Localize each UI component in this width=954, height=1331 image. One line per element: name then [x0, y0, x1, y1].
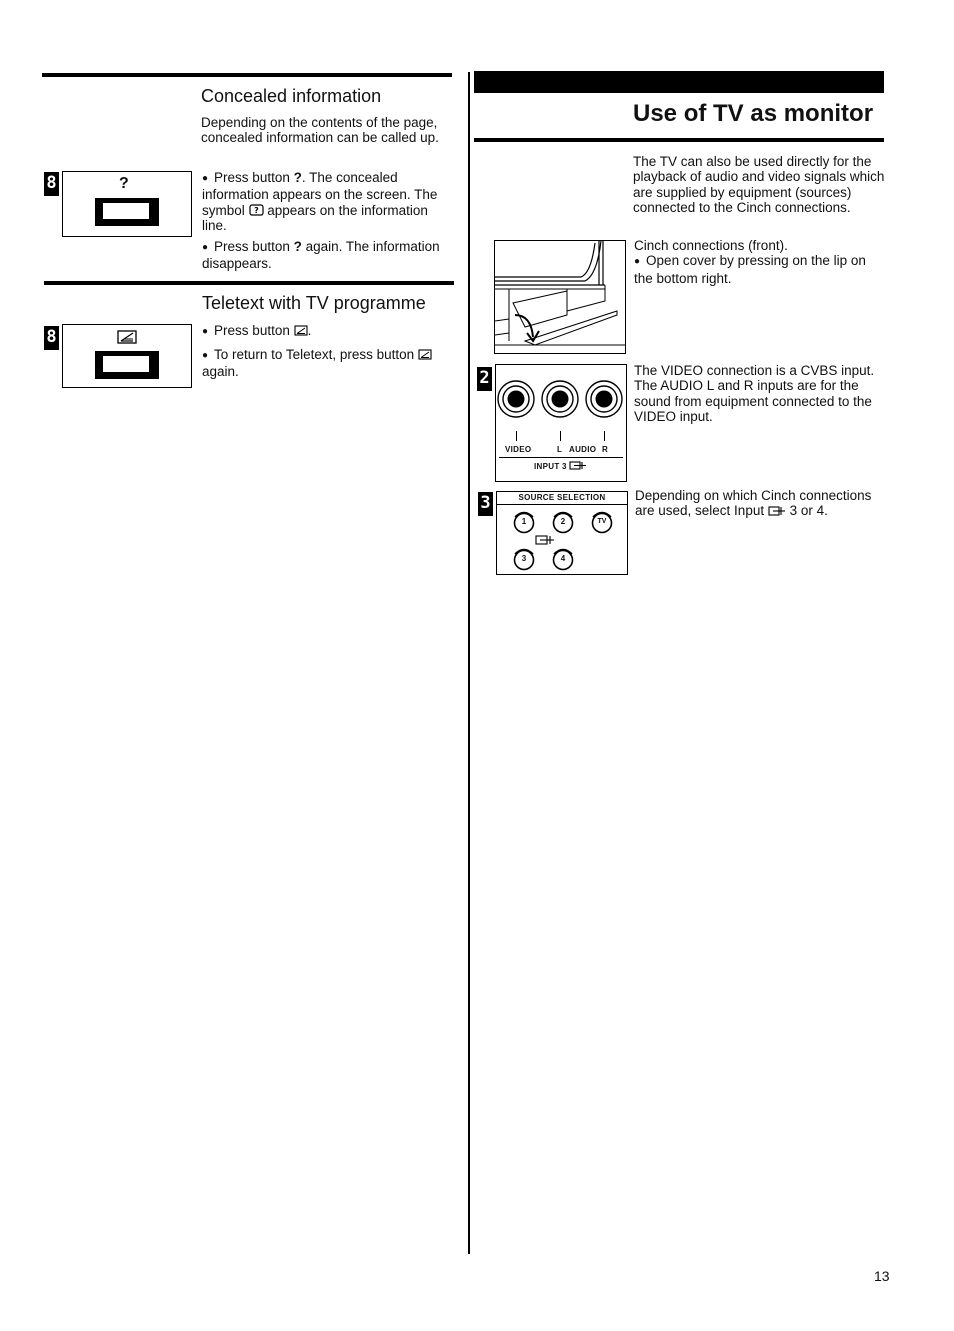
source-button-tv-icon: [591, 511, 613, 534]
input-selector-icon: [535, 535, 554, 545]
title-underline: [474, 138, 884, 142]
audio-l-label: L: [557, 445, 563, 454]
monitor-intro: The TV can also be used directly for the…: [633, 154, 885, 215]
figure-tag-8b: 8: [44, 326, 59, 350]
tv-cover-drawing: [495, 241, 625, 346]
input-inline-icon: [768, 506, 785, 516]
section-rule-concealed: [42, 73, 452, 77]
source-button-1[interactable]: 1: [512, 509, 536, 534]
audio-label: AUDIO: [569, 445, 597, 454]
cinch-sockets-panel: VIDEO L AUDIO R INPUT 3: [495, 364, 627, 482]
input-arrow-icon: [569, 461, 587, 470]
panel-3-description: Depending on which Cinch connections are…: [635, 488, 872, 519]
audio-l-socket-icon: [541, 380, 579, 418]
panel-2-description: The VIDEO connection is a CVBS input. Th…: [634, 363, 875, 424]
source-button-2[interactable]: 2: [551, 509, 575, 534]
page-title: Use of TV as monitor: [633, 100, 874, 127]
concealed-bullet-2: Press button ? again. The information di…: [202, 239, 452, 272]
concealed-intro: Depending on the contents of the page, c…: [201, 115, 439, 146]
source-selection-panel: SOURCE SELECTION 1 2 TV 3 4: [496, 491, 628, 575]
source-button-tv[interactable]: TV: [590, 509, 614, 534]
remote-key-mix-panel: [62, 324, 192, 388]
reveal-symbol-icon: ?: [248, 203, 264, 216]
reveal-key-button[interactable]: [95, 198, 159, 226]
source-button-4[interactable]: 4: [551, 546, 575, 571]
video-socket-icon: [497, 380, 535, 418]
column-divider: [468, 72, 470, 1254]
svg-text:?: ?: [254, 206, 259, 215]
front-cinch-text: Cinch connections (front). Open cover by…: [634, 238, 886, 286]
mix-key-button[interactable]: [95, 351, 159, 379]
tv-front-illustration: [494, 240, 626, 354]
input-3-label: INPUT 3: [534, 461, 587, 471]
figure-tag-3: 3: [478, 492, 493, 516]
teletext-mix-icon: [117, 330, 137, 344]
teletext-mix-inline-icon: [294, 325, 308, 336]
video-label: VIDEO: [505, 445, 532, 454]
title-bar: [474, 71, 884, 93]
remote-key-concealed-panel: ?: [62, 171, 192, 237]
source-selection-header: SOURCE SELECTION: [518, 493, 606, 502]
source-button-3-icon: [513, 548, 535, 571]
heading-teletext-with-tv-programme: Teletext with TV programme: [202, 293, 426, 313]
source-button-2-icon: [552, 511, 574, 534]
audio-r-socket-icon: [585, 380, 623, 418]
audio-r-label: R: [602, 445, 609, 454]
teletext-bullet-1: Press button .: [202, 323, 452, 340]
teletext-mix-inline-icon-2: [418, 349, 432, 360]
section-rule-teletext: [44, 281, 454, 285]
concealed-bullet-1: Press button ?. The concealed informatio…: [202, 170, 452, 233]
source-button-3[interactable]: 3: [512, 546, 536, 571]
teletext-bullet-2: To return to Teletext, press button agai…: [202, 347, 454, 380]
page-number: 13: [874, 1268, 890, 1284]
heading-concealed-information: Concealed information: [201, 86, 382, 106]
question-mark-icon: ?: [119, 175, 129, 192]
source-button-4-icon: [552, 548, 574, 571]
figure-tag-8: 8: [44, 172, 59, 196]
figure-tag-2: 2: [477, 367, 492, 391]
cinch-sockets-drawing: [497, 380, 623, 418]
source-button-1-icon: [513, 511, 535, 534]
